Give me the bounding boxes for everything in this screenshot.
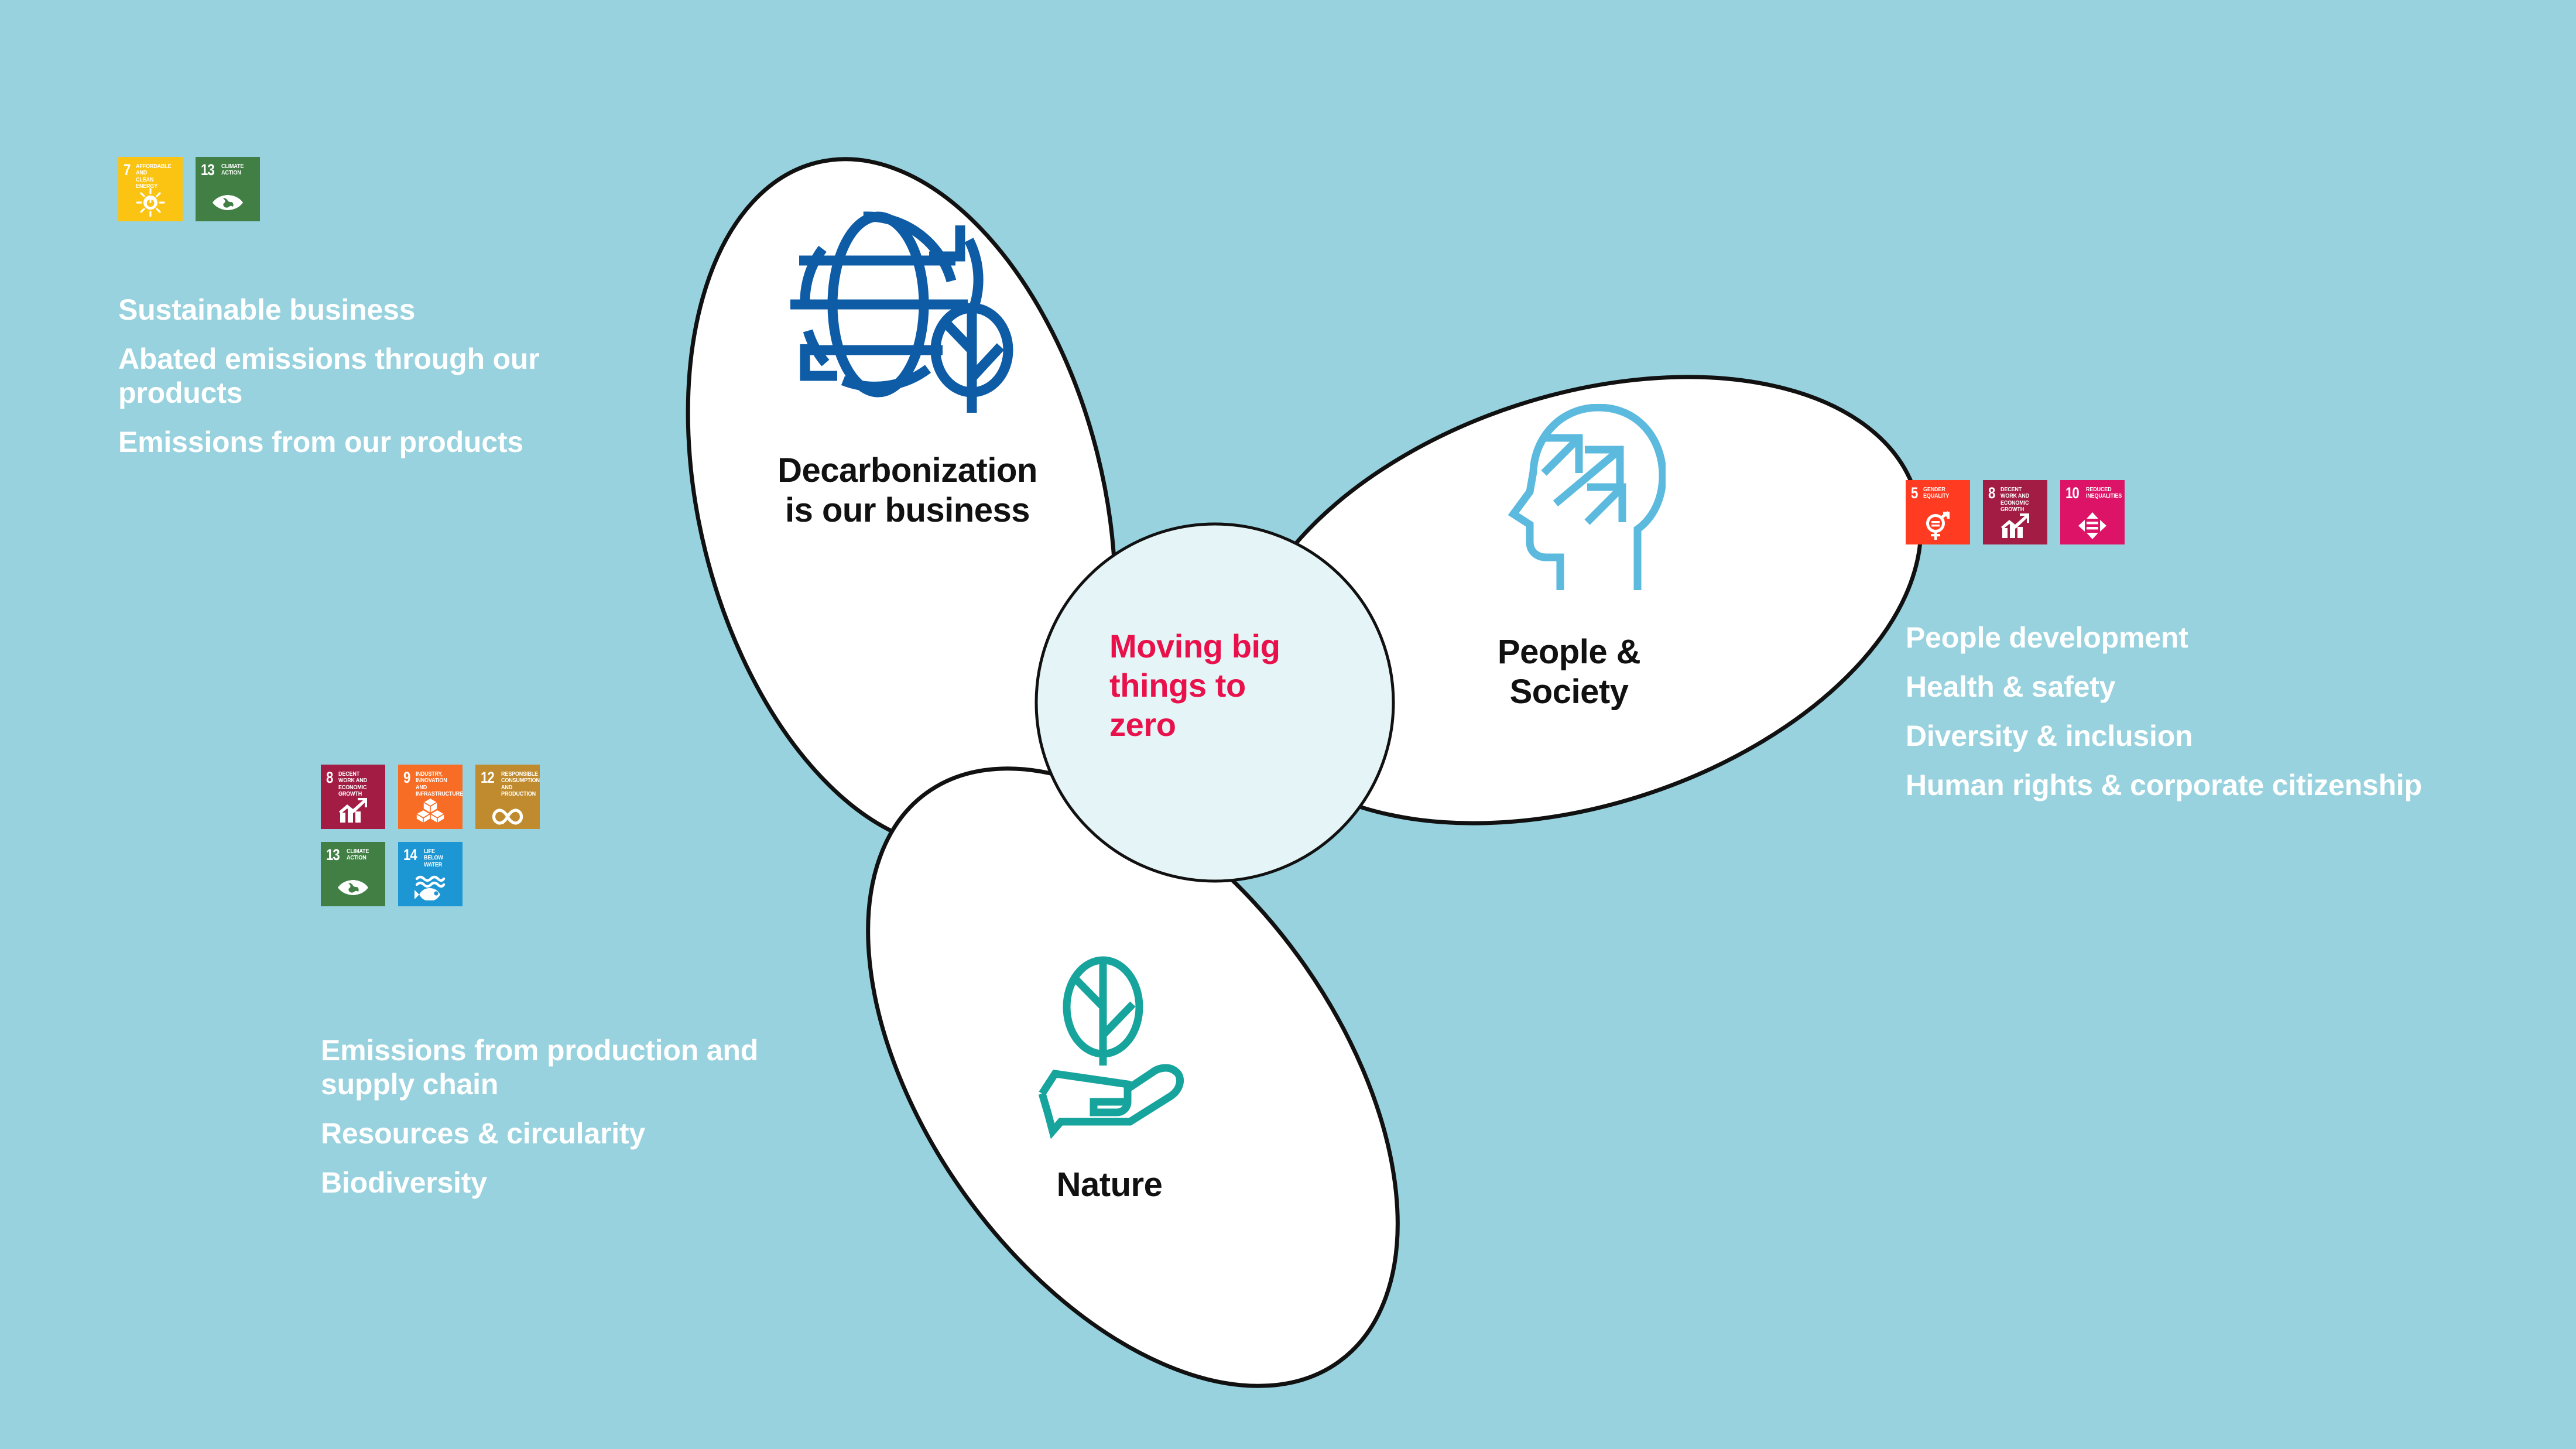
petal-label-decarbonization: Decarbonization is our business: [703, 451, 1112, 530]
petal-label-people-society-line2: Society: [1509, 672, 1629, 711]
sdg-badge-10[interactable]: 10 REDUCED INEQUALITIES: [2060, 480, 2125, 544]
sdg-badge-8b[interactable]: 8 DECENT WORK AND ECONOMIC GROWTH: [1983, 480, 2047, 544]
topics-people: People development Health & safety Diver…: [1906, 621, 2468, 802]
sdg-badge-13-number: 13: [201, 161, 215, 179]
cubes-icon: [398, 795, 463, 825]
sdg-badge-8b-number: 8: [1988, 484, 1995, 502]
sdg-badge-5-number: 5: [1911, 484, 1918, 502]
infinity-icon: [475, 806, 540, 827]
sdg-badge-12[interactable]: 12 RESPONSIBLE CONSUMPTION AND PRODUCTIO…: [475, 765, 540, 829]
sdg-badge-14-number: 14: [403, 846, 417, 864]
sdg-badge-10-title: REDUCED INEQUALITIES: [2085, 486, 2122, 500]
petal-label-decarbonization-line1: Decarbonization: [777, 451, 1037, 489]
petal-label-people-society-line1: People &: [1497, 633, 1641, 671]
topic-item: Resources & circularity: [321, 1117, 645, 1150]
sdg-badge-13[interactable]: 13 CLIMATE ACTION: [196, 157, 260, 221]
fish-waves-icon: [398, 872, 463, 903]
sdg-badge-9[interactable]: 9 INDUSTRY, INNOVATION AND INFRASTRUCTUR…: [398, 765, 463, 829]
topic-item: Sustainable business: [118, 293, 416, 326]
sdg-badge-14[interactable]: 14 LIFE BELOW WATER: [398, 842, 463, 906]
head-arrows-icon: [1478, 403, 1667, 597]
sdg-badge-9-number: 9: [403, 769, 410, 786]
hand-leaf-icon: [1007, 948, 1206, 1153]
petal-label-people-society: People & Society: [1423, 632, 1715, 712]
sdg-group-nature: 8 DECENT WORK AND ECONOMIC GROWTH 9 INDU…: [321, 765, 567, 906]
topic-item: Abated emissions through our products: [118, 342, 540, 409]
topic-item: Biodiversity: [321, 1166, 487, 1199]
topic-item: People development: [1906, 621, 2188, 654]
sdg-badge-14-title: LIFE BELOW WATER: [423, 848, 443, 868]
equal-arrows-icon: [2060, 511, 2125, 541]
sdg-badge-8b-title: DECENT WORK AND ECONOMIC GROWTH: [2000, 486, 2029, 513]
topic-item: Diversity & inclusion: [1906, 720, 2193, 752]
eye-earth-icon: [321, 872, 385, 903]
sdg-badge-8[interactable]: 8 DECENT WORK AND ECONOMIC GROWTH: [321, 765, 385, 829]
sdg-badge-13b[interactable]: 13 CLIMATE ACTION: [321, 842, 385, 906]
globe-recycle-leaf-icon: [782, 193, 1027, 422]
topics-nature: Emissions from production and supply cha…: [321, 1033, 824, 1200]
topic-item: Health & safety: [1906, 670, 2116, 703]
sdg-badge-13b-title: CLIMATE ACTION: [346, 848, 369, 862]
sdg-badge-12-number: 12: [481, 769, 495, 786]
eye-earth-icon: [196, 187, 260, 218]
sdg-badge-12-title: RESPONSIBLE CONSUMPTION AND PRODUCTION: [501, 770, 540, 798]
topic-item: Emissions from production and supply cha…: [321, 1034, 759, 1101]
growth-chart-icon: [1983, 511, 2047, 541]
topic-item: Human rights & corporate citizenship: [1906, 769, 2422, 801]
sdg-group-decarbonization: 7 AFFORDABLE AND CLEAN ENERGY: [118, 157, 260, 221]
sdg-group-people: 5 GENDER EQUALITY 8: [1906, 480, 2125, 544]
sdg-badge-7-title: AFFORDABLE AND CLEAN ENERGY: [135, 163, 172, 190]
topics-decarbonization: Sustainable business Abated emissions th…: [118, 293, 604, 459]
petal-label-decarbonization-line2: is our business: [785, 491, 1030, 529]
sdg-badge-7[interactable]: 7 AFFORDABLE AND CLEAN ENERGY: [118, 157, 183, 221]
petal-people-society[interactable]: [1183, 297, 1978, 904]
center-tagline-line1: Moving big: [1109, 628, 1280, 664]
sdg-badge-7-number: 7: [124, 161, 131, 179]
sdg-badge-8-title: DECENT WORK AND ECONOMIC GROWTH: [338, 770, 367, 798]
sdg-badge-9-title: INDUSTRY, INNOVATION AND INFRASTRUCTURE: [415, 770, 463, 798]
sdg-badge-5-title: GENDER EQUALITY: [1923, 486, 1950, 500]
center-tagline: Moving big things to zero: [1109, 626, 1355, 745]
sdg-badge-13b-number: 13: [326, 846, 340, 864]
growth-chart-icon: [321, 795, 385, 825]
topic-item: Emissions from our products: [118, 426, 523, 458]
sdg-badge-5[interactable]: 5 GENDER EQUALITY: [1906, 480, 1970, 544]
sdg-badge-10-number: 10: [2065, 484, 2080, 502]
center-tagline-line2: things to: [1109, 667, 1246, 704]
center-tagline-line3: zero: [1109, 706, 1176, 744]
sdg-badge-13-title: CLIMATE ACTION: [221, 163, 244, 177]
petal-label-nature-line1: Nature: [1056, 1166, 1163, 1204]
sun-power-icon: [118, 187, 183, 218]
gender-equality-icon: [1906, 511, 1970, 541]
sdg-badge-8-number: 8: [326, 769, 333, 786]
petal-label-nature: Nature: [963, 1165, 1256, 1205]
